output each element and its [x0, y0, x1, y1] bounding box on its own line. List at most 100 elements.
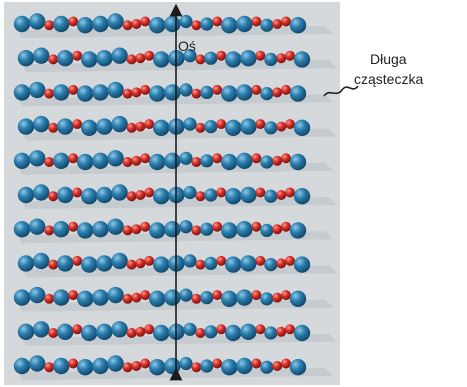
red-atom	[195, 191, 206, 202]
blue-atom	[96, 323, 113, 340]
red-atom	[281, 221, 291, 232]
blue-atom	[77, 153, 94, 171]
blue-atom	[53, 289, 70, 306]
red-atom	[255, 119, 266, 130]
red-atom	[68, 221, 79, 232]
red-atom	[216, 324, 227, 335]
blue-atom	[221, 17, 238, 34]
blue-atom	[221, 85, 238, 102]
blue-atom	[81, 188, 98, 205]
red-atom	[195, 122, 206, 133]
blue-atom	[107, 81, 124, 99]
blue-atom	[56, 50, 74, 67]
red-atom	[48, 122, 59, 133]
blue-atom	[293, 119, 311, 136]
red-atom	[272, 292, 283, 303]
blue-atom	[221, 290, 238, 307]
blue-atom	[289, 85, 307, 102]
red-atom	[122, 225, 133, 236]
blue-atom	[56, 323, 74, 340]
blue-atom	[225, 256, 242, 273]
blue-atom	[221, 359, 238, 376]
red-atom	[285, 50, 295, 61]
blue-atom	[183, 49, 197, 63]
blue-atom	[236, 221, 253, 238]
blue-atom	[53, 221, 70, 238]
blue-atom	[179, 14, 193, 29]
red-atom	[212, 153, 223, 164]
blue-atom	[56, 186, 74, 204]
blue-atom	[111, 47, 128, 64]
blue-atom	[13, 15, 31, 33]
blue-atom	[29, 81, 46, 99]
blue-atom	[81, 324, 98, 342]
blue-atom	[264, 52, 278, 66]
red-atom	[140, 290, 151, 301]
red-atom	[276, 258, 287, 269]
blue-atom	[107, 286, 124, 304]
red-atom	[285, 255, 295, 266]
blue-atom	[236, 84, 253, 101]
red-atom	[135, 121, 146, 132]
red-atom	[44, 88, 55, 99]
red-atom	[216, 119, 227, 130]
blue-atom	[107, 355, 124, 372]
blue-atom	[183, 322, 197, 336]
blue-atom	[164, 289, 181, 306]
blue-atom	[53, 152, 70, 169]
red-atom	[212, 290, 223, 301]
red-atom	[135, 326, 146, 337]
blue-atom	[77, 290, 94, 307]
red-atom	[251, 358, 262, 369]
blue-atom	[183, 185, 197, 200]
red-atom	[72, 119, 83, 130]
blue-atom	[221, 222, 238, 239]
blue-atom	[225, 188, 242, 205]
red-atom	[255, 50, 266, 61]
red-atom	[122, 293, 133, 304]
red-atom	[251, 153, 262, 164]
red-atom	[122, 20, 133, 31]
red-atom	[216, 255, 227, 266]
red-atom	[281, 358, 291, 369]
blue-atom	[200, 17, 214, 31]
blue-atom	[204, 51, 218, 65]
red-atom	[212, 84, 223, 95]
blue-atom	[77, 359, 94, 376]
blue-atom	[183, 254, 197, 268]
blue-atom	[33, 115, 50, 133]
blue-atom	[149, 222, 166, 239]
blue-atom	[17, 255, 35, 272]
blue-atom	[264, 189, 278, 203]
blue-atom	[240, 50, 257, 67]
blue-atom	[107, 150, 124, 167]
blue-atom	[92, 84, 109, 101]
blue-atom	[240, 118, 257, 135]
blue-atom	[204, 120, 218, 134]
blue-atom	[53, 84, 70, 101]
red-atom	[191, 293, 202, 304]
red-atom	[126, 54, 137, 65]
blue-atom	[153, 119, 170, 136]
blue-atom	[264, 121, 278, 135]
axis-label: Oś	[178, 38, 196, 54]
red-atom	[140, 358, 151, 369]
red-atom	[195, 259, 206, 270]
blue-atom	[96, 255, 113, 272]
blue-atom	[264, 326, 278, 340]
red-atom	[281, 290, 291, 301]
red-atom	[251, 290, 262, 301]
blue-atom	[56, 118, 74, 135]
blue-atom	[200, 85, 214, 99]
red-atom	[131, 155, 142, 166]
blue-atom	[29, 218, 46, 235]
red-atom	[122, 157, 133, 167]
blue-atom	[77, 85, 94, 102]
blue-atom	[53, 357, 70, 375]
pointer-squiggle	[323, 85, 359, 97]
blue-atom	[200, 291, 214, 305]
blue-atom	[153, 324, 170, 342]
blue-atom	[77, 17, 94, 34]
blue-atom	[13, 152, 31, 169]
